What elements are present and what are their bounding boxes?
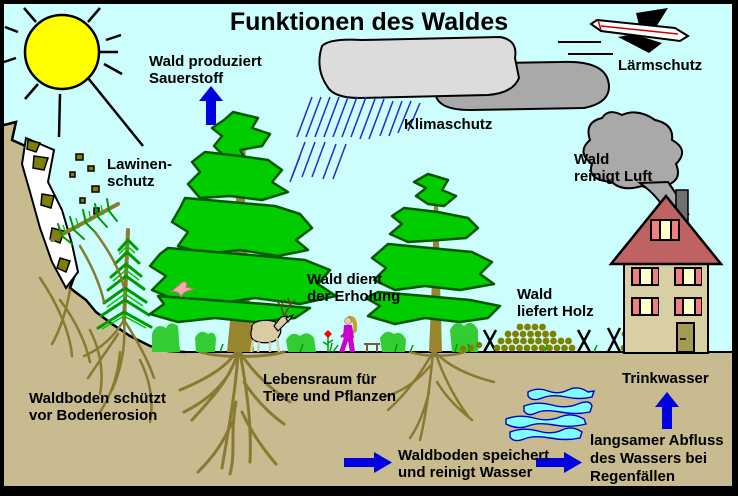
groundwater-icon	[505, 387, 596, 442]
rain-lines-icon	[289, 96, 421, 183]
label-recreation: Wald dient der Erholung	[307, 271, 401, 305]
flower-icon	[322, 330, 334, 352]
diagram-title: Funktionen des Waldes	[229, 8, 509, 36]
label-air-cleaning: Wald reinigt Luft	[574, 151, 653, 185]
water-flow-right-arrow-left	[344, 452, 392, 473]
fern-branch-icon	[50, 198, 120, 245]
label-water-storage: Waldboden speichert und reinigt Wasser	[398, 447, 550, 481]
house-icon	[608, 189, 724, 354]
tree-roots	[178, 350, 292, 476]
big-tree-icon	[148, 110, 338, 352]
bird-icon	[169, 281, 196, 299]
sun-icon	[3, 7, 144, 147]
label-runoff: langsamer Abfluss des Wassers bei Regenf…	[590, 432, 724, 485]
second-tree-icon	[364, 172, 502, 352]
label-erosion-protection: Waldboden schützt vor Bodenerosion	[29, 390, 166, 424]
roof-window	[650, 219, 680, 241]
label-noise-protection: Lärmschutz	[618, 57, 703, 74]
drinking-water-up-arrow	[655, 392, 679, 429]
avalanche-icon	[20, 136, 100, 290]
label-habitat: Lebensraum für Tiere und Pflanzen	[263, 371, 397, 405]
label-timber: Wald liefert Holz	[517, 286, 594, 320]
tree2-roots	[382, 350, 496, 442]
label-avalanche-protection: Lawinen- schutz	[107, 156, 173, 190]
label-climate-protection: Klimaschutz	[404, 116, 493, 133]
person-icon	[339, 315, 358, 352]
oxygen-up-arrow	[199, 86, 223, 125]
house-windows	[631, 267, 702, 316]
airplane-icon	[558, 8, 690, 55]
label-drinking-water: Trinkwasser	[622, 370, 709, 387]
deer-icon	[249, 297, 296, 353]
bench-icon	[364, 343, 380, 352]
slope-roots	[38, 230, 153, 424]
water-flow-right-arrow-right	[536, 452, 582, 473]
house-door	[676, 322, 695, 353]
rain-cloud-icon	[318, 35, 521, 100]
label-oxygen: Wald produziert Sauerstoff	[149, 53, 262, 87]
